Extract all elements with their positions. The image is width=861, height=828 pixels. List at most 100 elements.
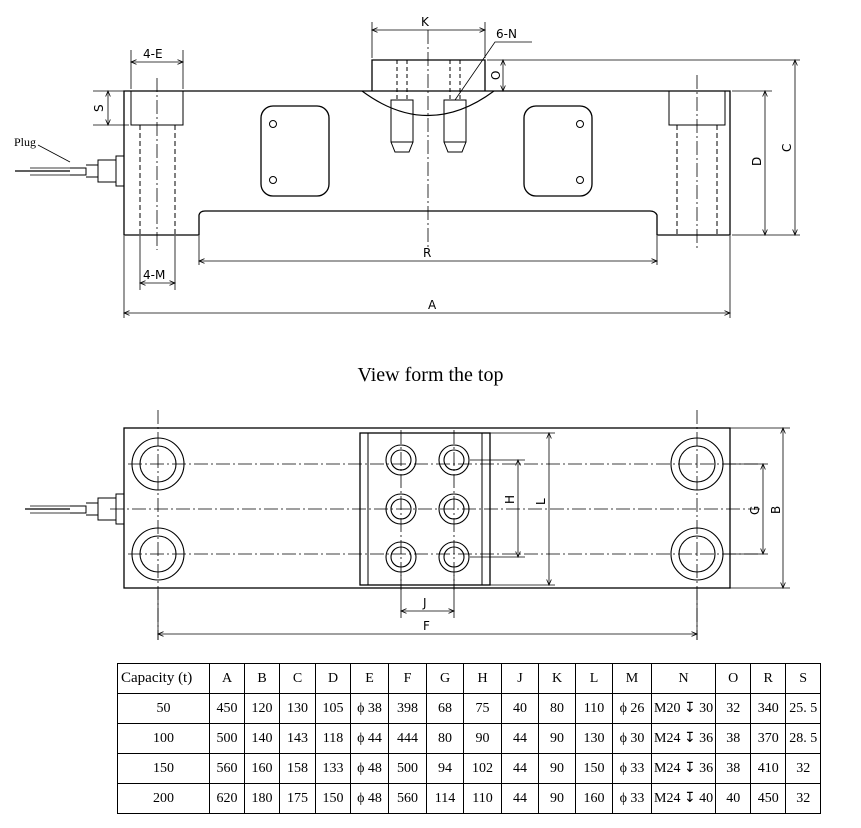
dim-label-c: C [780, 144, 794, 152]
dim-label-o: O [489, 71, 503, 80]
table-cell-capacity: 200 [117, 783, 210, 814]
table-cell: 105 [315, 693, 351, 724]
dim-label-d: D [750, 157, 764, 166]
table-cell: 118 [315, 723, 351, 754]
table-header-cell: M [612, 663, 652, 694]
table-cell: 32 [715, 693, 752, 724]
table-cell: 444 [388, 723, 427, 754]
table-cell: 500 [388, 753, 427, 784]
table-header-cell: H [463, 663, 502, 694]
table-cell: 38 [715, 723, 752, 754]
table-header-cell: C [279, 663, 316, 694]
side-load-block [371, 59, 486, 91]
table-cell: 68 [426, 693, 464, 724]
table-cell: 120 [244, 693, 280, 724]
table-cell: 158 [279, 753, 316, 784]
table-cell: ϕ 44 [350, 723, 389, 754]
table-cell: 410 [750, 753, 787, 784]
table-cell: 130 [575, 723, 613, 754]
dim-label-6n: 6-N [496, 27, 517, 41]
gauge-cover-right [523, 105, 593, 197]
table-cell: 90 [538, 753, 576, 784]
table-cell: 620 [209, 783, 245, 814]
table-header-cell: K [538, 663, 576, 694]
table-header-cell: R [750, 663, 787, 694]
gauge-cover-left [260, 105, 330, 197]
table-cell: 44 [501, 783, 539, 814]
table-cell: 500 [209, 723, 245, 754]
table-cell: 143 [279, 723, 316, 754]
side-view [15, 22, 800, 318]
table-cell: 90 [463, 723, 502, 754]
table-cell: ϕ 33 [612, 753, 652, 784]
table-cell: 25. 5 [785, 693, 822, 724]
table-cell: M20 ↧ 30 [650, 693, 717, 724]
dim-label-f: F [423, 619, 430, 633]
table-cell: 28. 5 [785, 723, 822, 754]
table-header-cell: L [575, 663, 613, 694]
dim-label-g: G [748, 506, 762, 515]
table-cell: M24 ↧ 36 [650, 753, 717, 784]
dim-label-b: B [769, 506, 783, 514]
top-plug-connector [25, 493, 125, 525]
table-cell: 160 [575, 783, 613, 814]
table-cell: 94 [426, 753, 464, 784]
table-cell: 450 [750, 783, 787, 814]
table-cell: ϕ 38 [350, 693, 389, 724]
table-cell: 150 [575, 753, 613, 784]
table-cell: 450 [209, 693, 245, 724]
table-cell-capacity: 50 [117, 693, 210, 724]
table-row: 100 500 140 143 118 ϕ 44 444 80 90 44 90… [117, 723, 822, 754]
table-cell: M24 ↧ 40 [650, 783, 717, 814]
table-header-row: Capacity (t) A B C D E F G H J K L M N O… [117, 663, 822, 694]
table-cell-capacity: 100 [117, 723, 210, 754]
table-cell: 102 [463, 753, 502, 784]
table-cell: ϕ 48 [350, 783, 389, 814]
table-cell: 140 [244, 723, 280, 754]
table-cell: 90 [538, 783, 576, 814]
table-cell: 75 [463, 693, 502, 724]
side-body-outline [123, 90, 731, 236]
table-header-cell: A [209, 663, 245, 694]
table-header-cell: B [244, 663, 280, 694]
table-cell: 32 [785, 783, 822, 814]
table-cell: ϕ 48 [350, 753, 389, 784]
table-cell-capacity: 150 [117, 753, 210, 784]
dim-label-r: R [423, 246, 431, 260]
side-plug-connector [15, 144, 125, 187]
table-cell: 370 [750, 723, 787, 754]
table-cell: 38 [715, 753, 752, 784]
table-row: 150 560 160 158 133 ϕ 48 500 94 102 44 9… [117, 753, 822, 784]
table-cell: 40 [715, 783, 752, 814]
table-header-cell: E [350, 663, 389, 694]
dim-label-4m: 4-M [143, 268, 165, 282]
table-header-cell: J [501, 663, 539, 694]
table-cell: 130 [279, 693, 316, 724]
view-caption: View form the top [357, 364, 504, 386]
top-body-outline [123, 427, 731, 589]
table-cell: 175 [279, 783, 316, 814]
dim-label-h: H [503, 495, 517, 504]
table-cell: 560 [388, 783, 427, 814]
table-cell: 44 [501, 753, 539, 784]
table-cell: 80 [538, 693, 576, 724]
table-cell: 32 [785, 753, 822, 784]
table-header-cell: D [315, 663, 351, 694]
table-row: 50 450 120 130 105 ϕ 38 398 68 75 40 80 … [117, 693, 822, 724]
table-cell: 340 [750, 693, 787, 724]
table-cell: 180 [244, 783, 280, 814]
dim-label-4e: 4-E [143, 47, 163, 61]
dim-label-l: L [534, 498, 548, 505]
table-cell: 80 [426, 723, 464, 754]
table-header-cell: O [715, 663, 752, 694]
table-row: 200 620 180 175 150 ϕ 48 560 114 110 44 … [117, 783, 822, 814]
table-header-cell: Capacity (t) [117, 663, 210, 694]
table-cell: 398 [388, 693, 427, 724]
table-cell: 150 [315, 783, 351, 814]
dim-label-j: J [422, 596, 427, 610]
table-header-cell: G [426, 663, 464, 694]
table-cell: 133 [315, 753, 351, 784]
table-cell: 560 [209, 753, 245, 784]
table-cell: ϕ 26 [612, 693, 652, 724]
